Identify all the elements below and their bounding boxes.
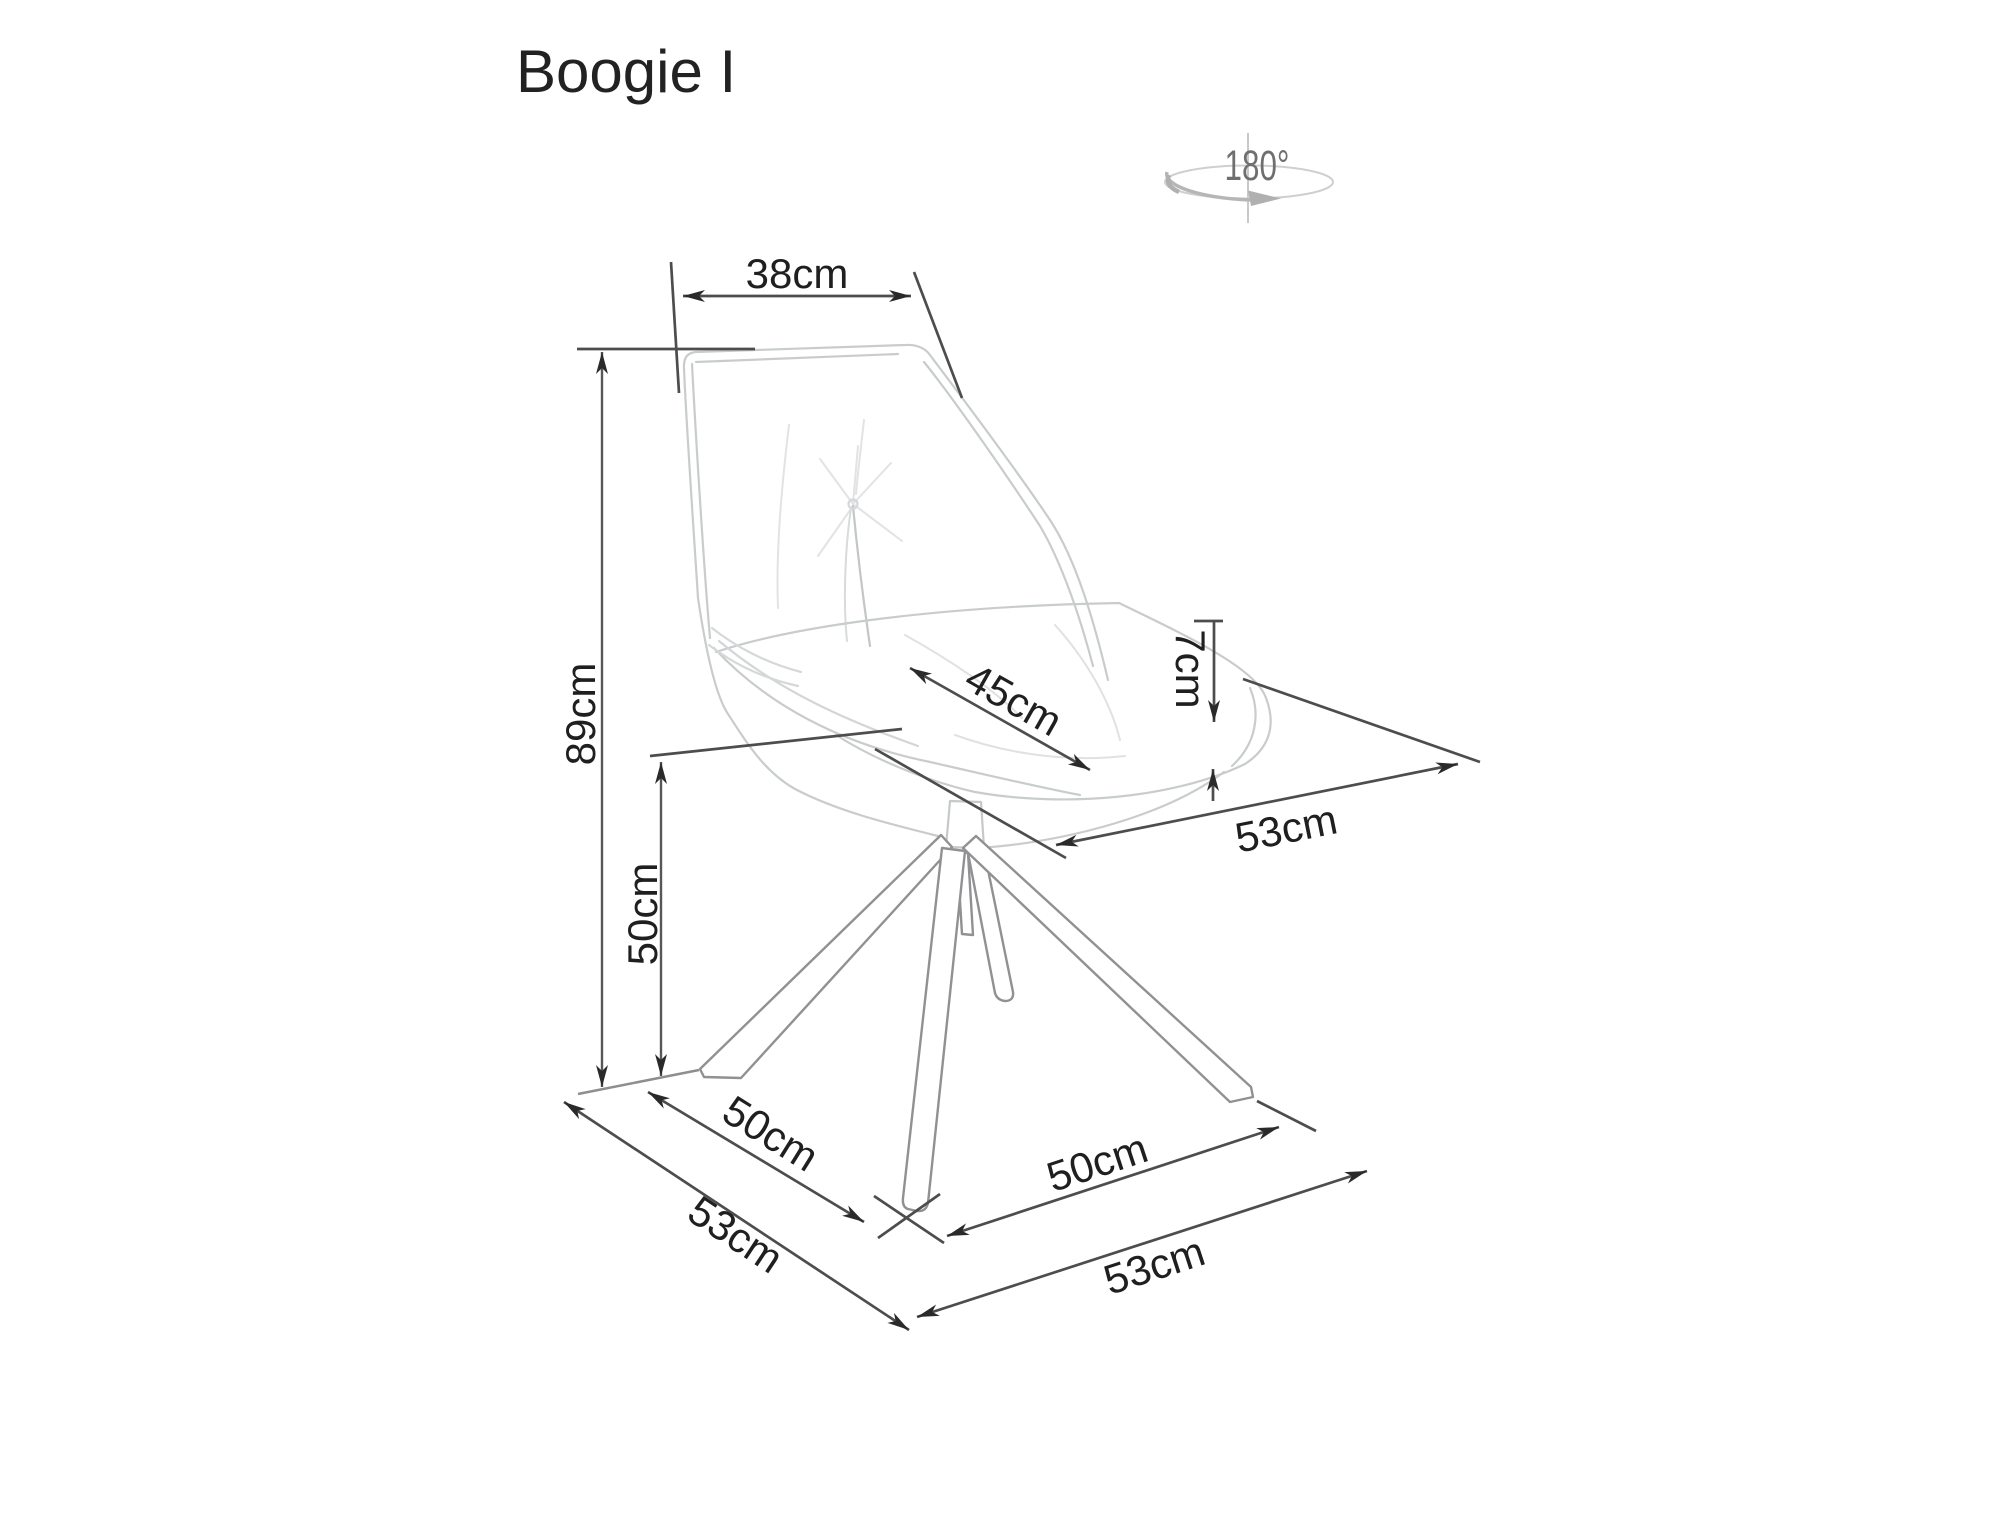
svg-text:7cm: 7cm xyxy=(1167,629,1214,708)
svg-text:50cm: 50cm xyxy=(619,863,666,966)
svg-text:180°: 180° xyxy=(1225,141,1290,189)
svg-text:89cm: 89cm xyxy=(557,663,604,766)
svg-text:Boogie I: Boogie I xyxy=(516,38,736,105)
svg-text:38cm: 38cm xyxy=(746,250,849,297)
